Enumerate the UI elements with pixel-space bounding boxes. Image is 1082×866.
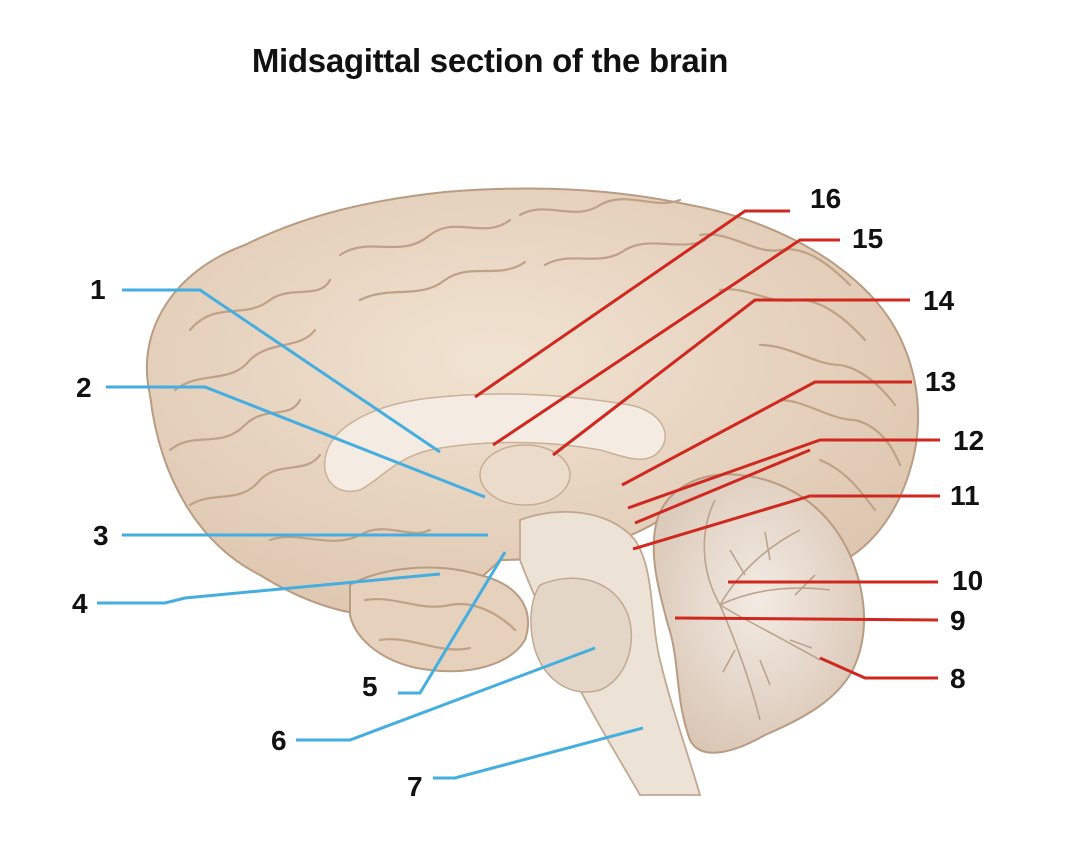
- leader-line-7: [433, 726, 644, 780]
- red-leader-lines: [474, 209, 940, 680]
- leader-line-5: [398, 551, 507, 695]
- label-2: 2: [76, 372, 92, 403]
- label-15: 15: [852, 223, 883, 254]
- leader-line-14: [552, 298, 910, 457]
- leader-line-16: [474, 209, 790, 399]
- label-7: 7: [407, 771, 423, 802]
- leader-line-12a: [627, 438, 940, 510]
- label-11: 11: [950, 480, 980, 511]
- label-4: 4: [72, 588, 88, 619]
- label-1: 1: [90, 274, 106, 305]
- arbor-vitae-texture: [703, 499, 831, 721]
- label-5: 5: [362, 671, 378, 702]
- label-10: 10: [952, 565, 983, 596]
- leader-line-8: [819, 656, 938, 680]
- label-16: 16: [810, 183, 841, 214]
- label-8: 8: [950, 663, 966, 694]
- number-labels: 1 2 3 4 5 6 7 8 9 10 11 12 13 14 15 16: [72, 183, 984, 802]
- leader-line-15: [492, 238, 840, 447]
- leader-line-9: [674, 616, 939, 622]
- thalamus-shape: [479, 444, 571, 506]
- blue-leader-lines: [97, 288, 644, 780]
- leader-line-1: [122, 288, 441, 454]
- label-9: 9: [950, 605, 966, 636]
- label-14: 14: [923, 285, 955, 316]
- temporal-lobe-shape: [349, 566, 529, 673]
- leader-line-6: [296, 646, 596, 742]
- label-3: 3: [93, 520, 109, 551]
- pons-shape: [530, 577, 633, 693]
- label-6: 6: [271, 725, 287, 756]
- leader-line-11: [632, 494, 940, 551]
- leader-line-13: [621, 380, 912, 487]
- leader-line-4: [97, 572, 441, 605]
- diagram-title: Midsagittal section of the brain: [251, 42, 729, 79]
- leader-line-2: [106, 385, 486, 499]
- label-12: 12: [953, 425, 984, 456]
- label-13: 13: [925, 366, 956, 397]
- leader-line-12b: [634, 448, 811, 525]
- cerebellum-shape: [652, 473, 865, 754]
